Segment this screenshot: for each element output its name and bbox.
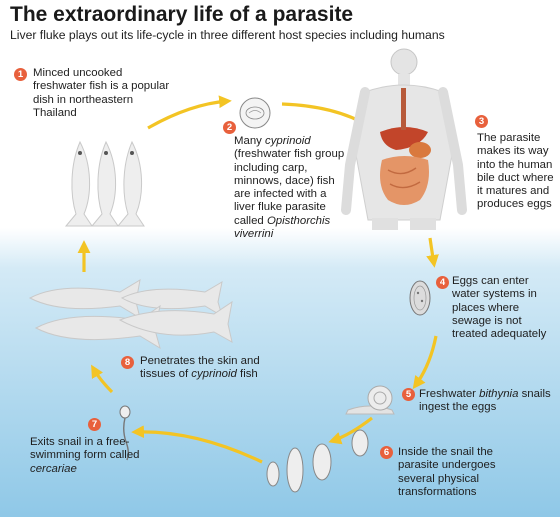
stage-4-text: Eggs can enter water systems in places w…	[452, 275, 547, 341]
human-body-illustration	[341, 48, 467, 230]
arrow-eggs-to-snail	[412, 335, 438, 390]
stage-2-mid: (freshwater fish group including carp, m…	[234, 148, 345, 227]
stage-5-badge: 5	[402, 388, 415, 401]
parasite-circle-icon	[239, 97, 271, 129]
arrow-transform-to-cercariae	[131, 425, 263, 464]
stage-3-badge: 3	[475, 115, 488, 128]
stage-1-text: Minced uncooked freshwater fish is a pop…	[33, 67, 170, 119]
fish-vertical-1	[64, 140, 93, 227]
egg-icon	[409, 280, 431, 316]
fish-horizontal-2	[120, 281, 223, 318]
page-title: The extraordinary life of a parasite	[10, 3, 354, 26]
stage-5-post: snails ingest the eggs	[419, 388, 551, 414]
stage-2-italic2: Opisthorchis viverrini	[234, 214, 331, 241]
stage-6-badge: 6	[380, 446, 393, 459]
stage-2-text: Many cyprinoid (freshwater fish group in…	[234, 135, 349, 241]
stage-3-text: The parasite makes its way into the huma…	[477, 132, 554, 211]
stage-2-italic: cyprinoid	[265, 135, 311, 147]
arrow-fish-to-cyprinoid	[147, 95, 232, 130]
stage-2-badge: 2	[223, 121, 236, 134]
arrow-snail-to-transform	[328, 416, 373, 445]
stomach-organ	[409, 142, 431, 158]
stage-4-badge: 4	[436, 276, 449, 289]
fish-horizontal-4	[118, 300, 233, 343]
page-subtitle: Liver fluke plays out its life-cycle in …	[10, 28, 445, 42]
swimming-fish-group	[28, 279, 233, 350]
intestines-organ	[380, 156, 429, 205]
stage-2-pre: Many	[234, 135, 266, 147]
cercariae-illustration	[119, 405, 131, 461]
arrow-cercariae-to-fish	[91, 364, 114, 394]
stage-5-italic: bithynia	[479, 388, 519, 400]
stage-8-text: Penetrates the skin and tissues of cypri…	[140, 355, 260, 382]
fish-vertical-3	[116, 140, 145, 227]
stage-7-italic: cercariae	[30, 462, 77, 475]
stage-5-text: Freshwater bithynia snails ingest the eg…	[419, 388, 559, 415]
stage-7-text: Exits snail in a free-swimming form call…	[30, 436, 140, 476]
snail-illustration	[345, 385, 395, 415]
stage-8-badge: 8	[121, 356, 134, 369]
minced-fish-group	[64, 140, 145, 227]
stage-8-italic: cyprinoid	[191, 368, 237, 381]
stage-8-pre: Penetrates the skin and tissues of	[140, 355, 260, 381]
transformation-stages	[266, 429, 369, 493]
stage-5-pre: Freshwater	[419, 388, 480, 400]
fish-vertical-2	[90, 140, 119, 227]
stage-1-badge: 1	[14, 68, 27, 81]
stage-7-pre: Exits snail in a free-swimming form call…	[30, 436, 140, 462]
stage-8-post: fish	[236, 368, 258, 381]
arrow-human-to-eggs	[426, 237, 439, 268]
stage-6-text: Inside the snail the parasite undergoes …	[398, 446, 496, 498]
stage-7-badge: 7	[88, 418, 101, 431]
